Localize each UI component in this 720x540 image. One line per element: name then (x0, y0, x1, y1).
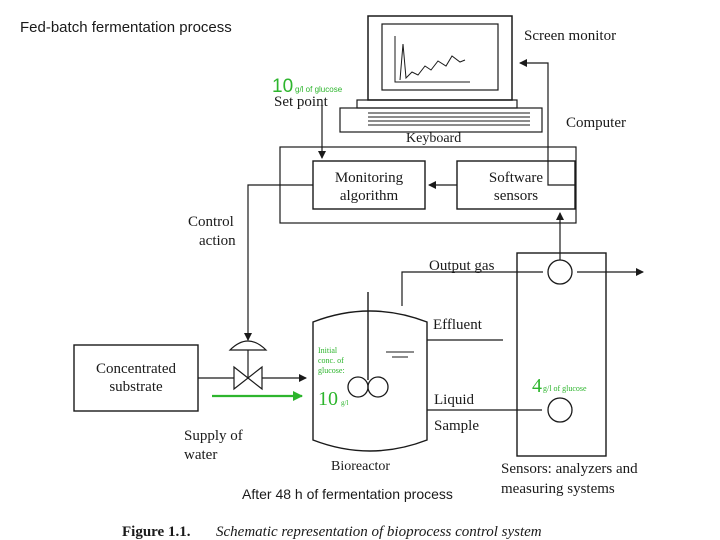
sensors-label-line2: measuring systems (501, 481, 615, 497)
sensor-reading-unit: g/l of glucose (543, 384, 587, 393)
concentrated-substrate-line1: Concentrated (96, 361, 176, 377)
software-sensors-line1: Software (489, 170, 543, 186)
caption-text: Schematic representation of bioprocess c… (216, 524, 542, 540)
supply-of-water-line1: Supply of (184, 428, 243, 444)
monitoring-algorithm-line1: Monitoring (335, 170, 404, 186)
bioreactor-vessel (312, 292, 428, 452)
liquid-sample-line2: Sample (434, 418, 479, 434)
screen-monitor (356, 15, 518, 109)
computer-label: Computer (566, 115, 626, 131)
initial-conc-unit: g/l (341, 399, 348, 407)
sensors-to-monitor-arrow (519, 59, 575, 186)
control-action-line1: Control (188, 214, 234, 230)
keyboard-label: Keyboard (406, 131, 461, 146)
supply-of-water-line2: water (184, 447, 217, 463)
control-valve (228, 340, 268, 391)
after-time-label: After 48 h of fermentation process (242, 486, 453, 502)
initial-conc-line3: glucose: (318, 366, 345, 375)
sensors-box (516, 252, 607, 457)
software-sensors-line2: sensors (494, 188, 538, 204)
control-action-arrow (244, 184, 313, 341)
keyboard (339, 107, 543, 133)
bioreactor-label: Bioreactor (331, 459, 390, 474)
monitoring-algorithm-line2: algorithm (340, 188, 399, 204)
sensor-reading-value: 4 (532, 375, 542, 397)
caption-prefix: Figure 1.1. (122, 524, 191, 540)
set-point-label: Set point (274, 94, 329, 110)
initial-conc-line2: conc. of (318, 356, 344, 365)
control-action-line2: action (199, 233, 236, 249)
concentrated-substrate-box (73, 344, 199, 412)
monitor-trend-line (399, 43, 466, 81)
sensors-label-line1: Sensors: analyzers and (501, 461, 638, 477)
concentrated-substrate-line2: substrate (109, 379, 163, 395)
diagram-title: Fed-batch fermentation process (20, 19, 232, 36)
gas-analyzer-icon (547, 259, 573, 285)
output-gas-label: Output gas (429, 258, 495, 274)
liquid-analyzer-icon (547, 397, 573, 423)
liquid-sample-line1: Liquid (434, 392, 474, 408)
initial-conc-line1: Initial (318, 346, 338, 355)
effluent-label: Effluent (433, 317, 483, 333)
set-point-value: 10 (272, 76, 293, 97)
set-point-unit: g/l of glucose (295, 85, 343, 94)
output-gas-line (401, 271, 543, 306)
screen-monitor-label: Screen monitor (524, 28, 616, 44)
initial-conc-value: 10 (318, 388, 338, 410)
